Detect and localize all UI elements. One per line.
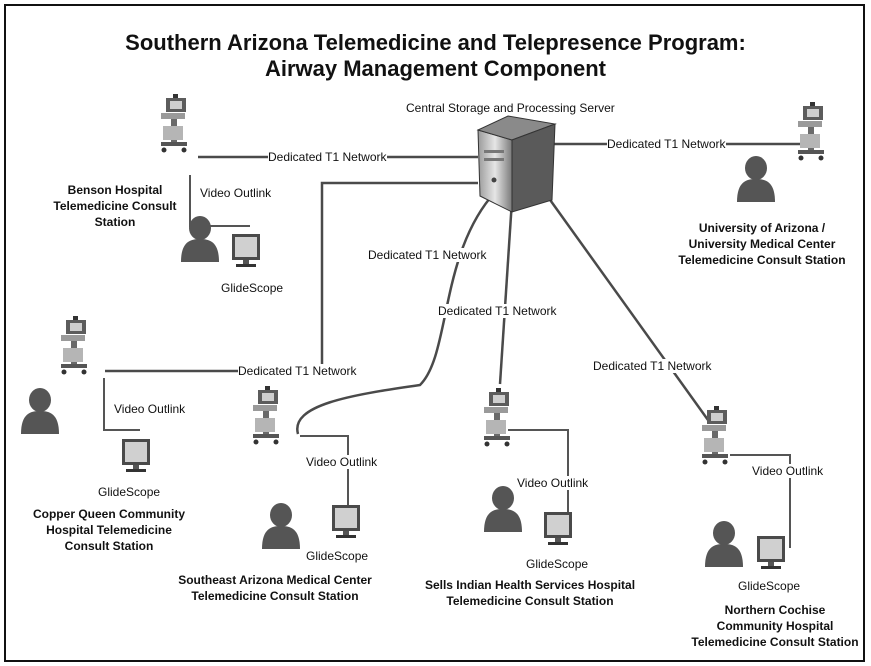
- glidescope-label-benson: GlideScope: [221, 281, 284, 295]
- site-label-line: University Medical Center: [688, 237, 836, 251]
- t1-network-lines: [105, 142, 800, 435]
- site-label-line: Telemedicine Consult Station: [678, 253, 846, 267]
- telemedicine-cart-icon: [253, 386, 279, 445]
- site-label-line: Benson Hospital: [67, 183, 163, 197]
- t1-link-sells: [498, 199, 514, 385]
- site-label-line: Telemedicine Consult: [53, 199, 177, 213]
- telemedicine-cart-icon: [161, 94, 187, 153]
- site-label-line: Telemedicine Consult Station: [191, 589, 359, 603]
- monitor-icon: [332, 505, 360, 538]
- video-label-copper: Video Outlink: [114, 402, 186, 416]
- site-label-line: University of Arizona /: [698, 221, 826, 235]
- t1-label-cochise: Dedicated T1 Network: [593, 359, 712, 373]
- site-label-line: Consult Station: [64, 539, 154, 553]
- monitor-icon: [232, 234, 260, 267]
- telemedicine-cart-icon: [61, 316, 87, 375]
- t1-link-cochise: [546, 196, 710, 421]
- site-label-benson: Benson Hospital Telemedicine Consult Sta…: [35, 182, 195, 230]
- site-label-sells: Sells Indian Health Services Hospital Te…: [410, 577, 650, 609]
- video-link-southeast: [300, 435, 349, 508]
- monitor-icon: [544, 512, 572, 545]
- glidescope-label-sells: GlideScope: [526, 557, 589, 571]
- site-label-cochise: Northern Cochise Community Hospital Tele…: [685, 602, 865, 650]
- site-label-line: Telemedicine Consult Station: [691, 635, 859, 649]
- diagram-title: Southern Arizona Telemedicine and Telepr…: [125, 30, 746, 55]
- site-label-line: Southeast Arizona Medical Center: [178, 573, 372, 587]
- site-label-line: Station: [94, 215, 136, 229]
- t1-label-southeast: Dedicated T1 Network: [368, 248, 487, 262]
- person-icon: [737, 156, 775, 202]
- site-label-line: Northern Cochise: [724, 603, 826, 617]
- site-label-line: Copper Queen Community: [32, 507, 185, 521]
- site-label-line: Telemedicine Consult Station: [446, 594, 614, 608]
- t1-label-ua: Dedicated T1 Network: [607, 137, 726, 151]
- site-label-copper: Copper Queen Community Hospital Telemedi…: [14, 506, 204, 554]
- glidescope-label-southeast: GlideScope: [306, 549, 369, 563]
- video-label-benson: Video Outlink: [200, 186, 272, 200]
- video-link-cochise: [730, 454, 791, 548]
- person-icon: [705, 521, 743, 567]
- video-link-sells: [508, 429, 569, 518]
- video-label-sells: Video Outlink: [517, 476, 589, 490]
- diagram-subtitle: Airway Management Component: [264, 56, 607, 81]
- video-link-copper: [103, 378, 140, 431]
- person-icon: [21, 388, 59, 434]
- video-outlink-lines: [103, 175, 791, 548]
- telemedicine-cart-icon: [484, 388, 510, 447]
- monitor-icon: [122, 439, 150, 472]
- video-label-cochise: Video Outlink: [752, 464, 824, 478]
- glidescope-label-copper: GlideScope: [98, 485, 161, 499]
- t1-label-sells: Dedicated T1 Network: [438, 304, 557, 318]
- person-icon: [262, 503, 300, 549]
- person-icon: [484, 486, 522, 532]
- site-label-line: Community Hospital: [716, 619, 834, 633]
- server-icon: [476, 115, 557, 213]
- t1-label-benson: Dedicated T1 Network: [268, 150, 387, 164]
- telemedicine-cart-icon: [798, 102, 824, 161]
- server-label: Central Storage and Processing Server: [406, 101, 615, 115]
- site-label-southeast: Southeast Arizona Medical Center Telemed…: [165, 572, 385, 604]
- t1-label-copper: Dedicated T1 Network: [238, 364, 357, 378]
- site-label-line: Sells Indian Health Services Hospital: [424, 578, 636, 592]
- telemedicine-cart-icon: [702, 406, 728, 465]
- video-label-southeast: Video Outlink: [306, 455, 378, 469]
- site-label-ua: University of Arizona / University Medic…: [662, 220, 862, 268]
- glidescope-label-cochise: GlideScope: [738, 579, 801, 593]
- t1-link-copper: [105, 181, 478, 373]
- site-label-line: Hospital Telemedicine: [46, 523, 172, 537]
- monitor-icon: [757, 536, 785, 569]
